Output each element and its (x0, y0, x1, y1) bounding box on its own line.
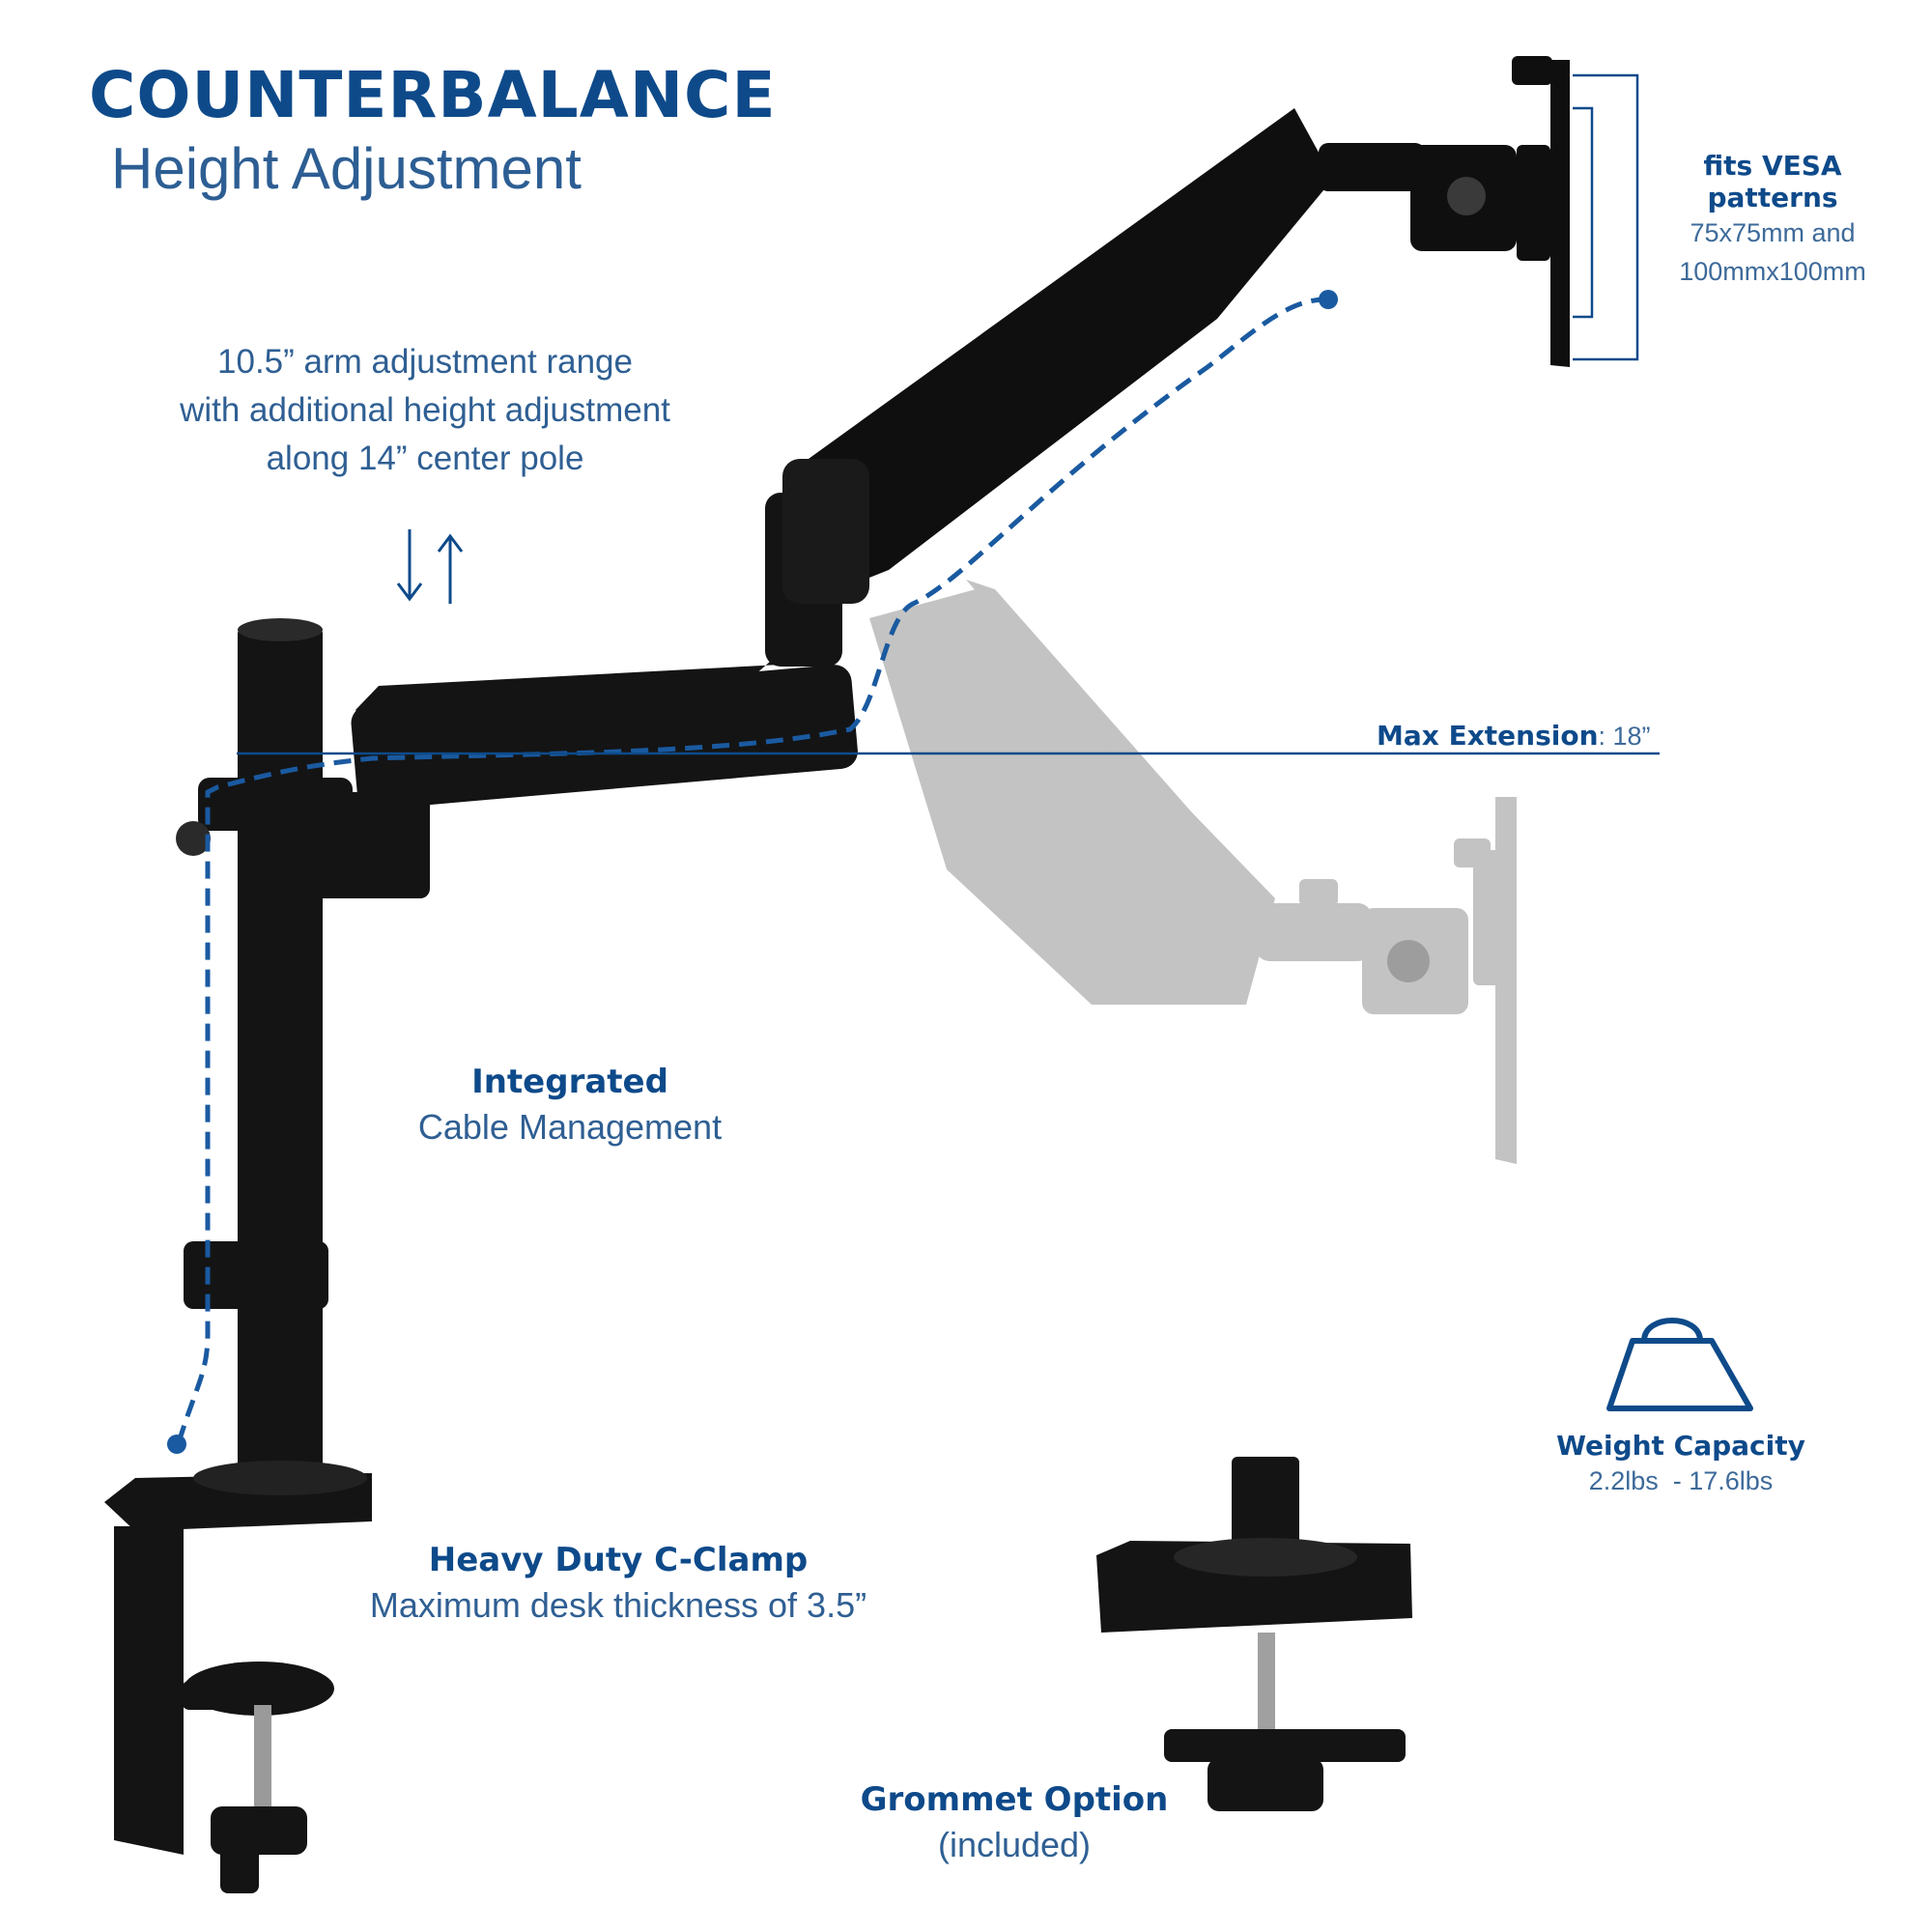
max-extension-callout: Max Extension: 18” (1377, 717, 1666, 755)
weight-value: 2.2lbs - 17.6lbs (1588, 1466, 1774, 1495)
grommet-callout: Grommet Option (included) (840, 1780, 1188, 1865)
cable-management-callout: Integrated Cable Management (386, 1063, 753, 1148)
clamp-sub: Maximum desk thickness of 3.5” (369, 1585, 867, 1625)
cable-label: Integrated (471, 1063, 668, 1101)
weight-callout: Weight Capacity 2.2lbs - 17.6lbs (1526, 1430, 1835, 1500)
max-extension-value: : 18” (1598, 722, 1651, 751)
grommet-label: Grommet Option (860, 1780, 1169, 1819)
arrows-up-down-icon (396, 529, 464, 604)
vesa-line-1: 75x75mm and (1690, 218, 1856, 247)
vesa-callout: fits VESA patterns 75x75mm and 100mmx100… (1642, 150, 1903, 291)
arm-range-line-1: 10.5” arm adjustment range (217, 343, 633, 381)
weight-label: Weight Capacity (1556, 1430, 1805, 1462)
c-clamp (104, 1461, 372, 1893)
arm-range-description: 10.5” arm adjustment range with addition… (135, 338, 715, 483)
arm-range-line-2: with additional height adjustment (180, 391, 670, 429)
ghost-arm-lowered (869, 580, 1517, 1164)
page-title: COUNTERBALANCE (89, 58, 777, 132)
clamp-label: Heavy Duty C-Clamp (428, 1541, 809, 1579)
cable-route-end-dot (1319, 290, 1338, 309)
page-subtitle: Height Adjustment (111, 136, 582, 201)
weight-icon (1606, 1318, 1753, 1411)
mount-pole (176, 618, 430, 1490)
grommet-mount (1096, 1457, 1412, 1811)
cable-route-start-dot (167, 1435, 186, 1454)
cable-route-dashed (176, 297, 1326, 1443)
vesa-line-2: 100mmx100mm (1679, 257, 1866, 286)
grommet-sub: (included) (937, 1825, 1092, 1864)
arm-range-line-3: along 14” center pole (266, 440, 584, 477)
vesa-bracket (1573, 73, 1639, 361)
clamp-callout: Heavy Duty C-Clamp Maximum desk thicknes… (338, 1541, 898, 1626)
upper-arm (782, 56, 1570, 604)
max-extension-label: Max Extension (1377, 720, 1599, 752)
vesa-label: fits VESA patterns (1703, 150, 1842, 213)
cable-sub: Cable Management (417, 1107, 723, 1147)
